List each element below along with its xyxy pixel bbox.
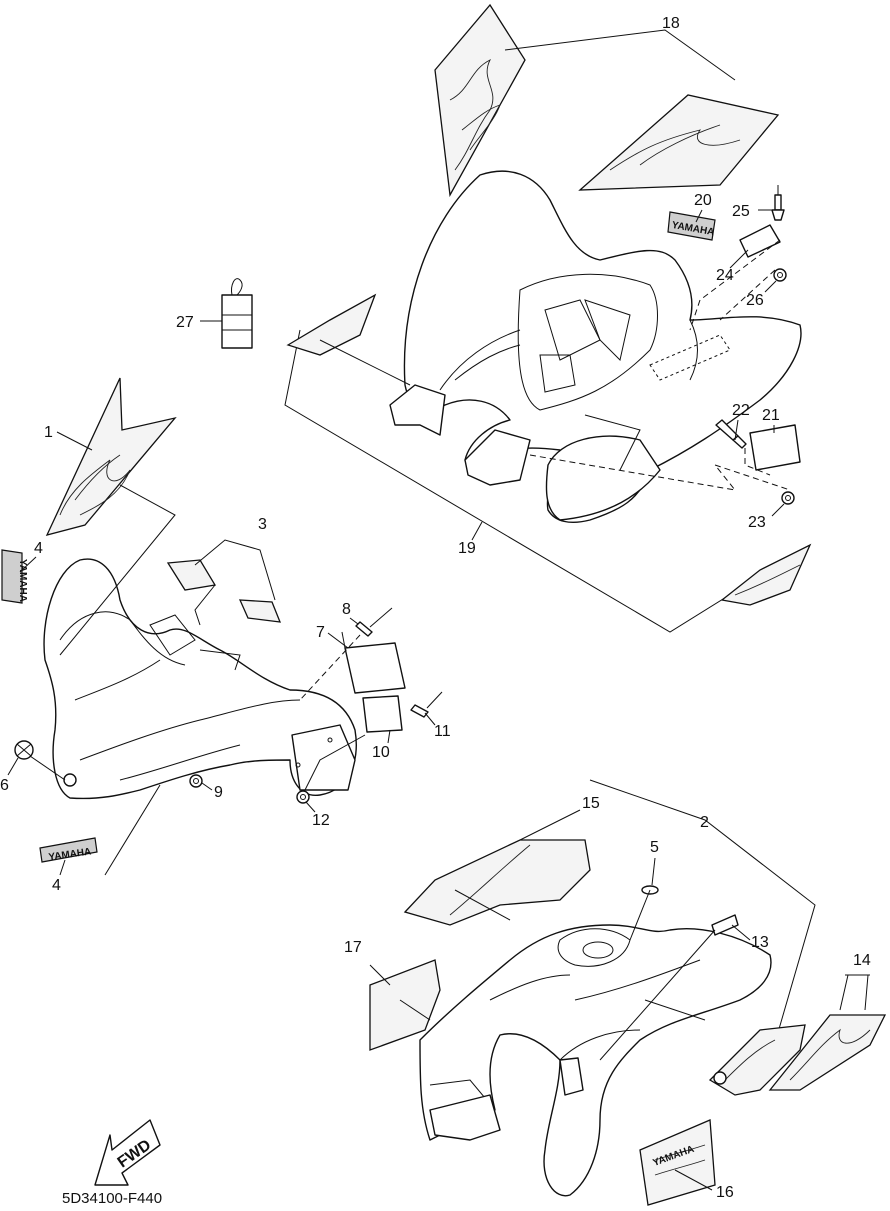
decal-1 (45, 377, 177, 536)
decal-yamaha-20: YAMAHA (667, 211, 716, 241)
nut-12-icon (296, 790, 310, 804)
leader-18 (504, 29, 736, 81)
callout-27: 27 (176, 314, 194, 331)
callout-4-top: 4 (34, 540, 43, 557)
screw-25-icon (771, 185, 785, 221)
decal-15 (403, 839, 591, 926)
caution-tag-27 (221, 278, 253, 349)
callout-16: 16 (716, 1184, 734, 1201)
callout-24: 24 (716, 267, 734, 284)
callout-7: 7 (316, 624, 325, 641)
plate-24 (739, 224, 781, 258)
decal-16: YAMAHA (639, 1119, 716, 1206)
callout-21: 21 (762, 407, 780, 424)
callout-9: 9 (214, 784, 223, 801)
callout-17: 17 (344, 939, 362, 956)
decal-3-b (238, 599, 282, 623)
screw-11-icon (410, 691, 443, 718)
callout-11: 11 (434, 723, 451, 740)
grommet-6-icon (14, 740, 34, 760)
callout-4-bottom: 4 (52, 877, 61, 894)
decal-19-b (720, 543, 812, 606)
fender-flap (545, 435, 661, 521)
callout-15: 15 (582, 795, 600, 812)
plate-10 (362, 695, 403, 733)
callout-23: 23 (748, 514, 766, 531)
decal-text-4-top: YAMAHA (17, 559, 28, 602)
decal-19-a (286, 293, 377, 356)
front-fender-body (43, 558, 357, 800)
decal-yamaha-4-bottom: YAMAHA (39, 837, 98, 863)
callout-5: 5 (650, 839, 659, 856)
plate-7 (344, 642, 406, 694)
decal-18-right (578, 94, 780, 191)
nut-26-icon (773, 268, 787, 282)
callout-10: 10 (372, 744, 390, 761)
tank-cover-assembly: YAMAHA (369, 779, 887, 1206)
callout-13: 13 (751, 934, 769, 951)
diagram-code: 5D34100-F440 (62, 1190, 162, 1207)
callout-8: 8 (342, 601, 351, 618)
callout-labels: 1 2 3 4 4 5 6 7 8 9 10 11 12 13 14 15 16… (0, 15, 871, 1201)
callout-3: 3 (258, 516, 267, 533)
nut-9-icon (189, 774, 203, 788)
rear-fender-assembly (284, 3, 812, 633)
plate-21 (749, 424, 801, 471)
group-2-bracket (589, 779, 816, 1061)
fwd-arrow-icon: FWD (94, 1119, 161, 1186)
callout-18: 18 (662, 15, 680, 32)
callout-1: 1 (44, 424, 53, 441)
decal-yamaha-4-top: YAMAHA (1, 549, 28, 604)
nut-23-icon (781, 491, 795, 505)
tank-cover-lower (429, 1094, 501, 1141)
front-fender-assembly (14, 377, 443, 876)
callout-20: 20 (694, 192, 712, 209)
decal-14 (708, 1014, 887, 1096)
callout-26: 26 (746, 292, 764, 309)
callout-22: 22 (732, 402, 750, 419)
screw-8-icon (355, 607, 393, 637)
decal-18-left (434, 3, 526, 198)
callout-2: 2 (700, 814, 709, 831)
fender-mount-tab-left (389, 384, 446, 436)
callout-6: 6 (0, 777, 9, 794)
callout-12: 12 (312, 812, 330, 829)
callout-19: 19 (458, 540, 476, 557)
callout-14: 14 (853, 952, 871, 969)
tank-side-cover (419, 924, 772, 1197)
screw-22-icon (715, 419, 747, 449)
fender-mount-tab-front (464, 429, 531, 486)
tank-cover-bracket (559, 1057, 584, 1096)
decal-3-a (166, 559, 217, 591)
trim-13 (711, 914, 739, 936)
callout-25: 25 (732, 203, 750, 220)
